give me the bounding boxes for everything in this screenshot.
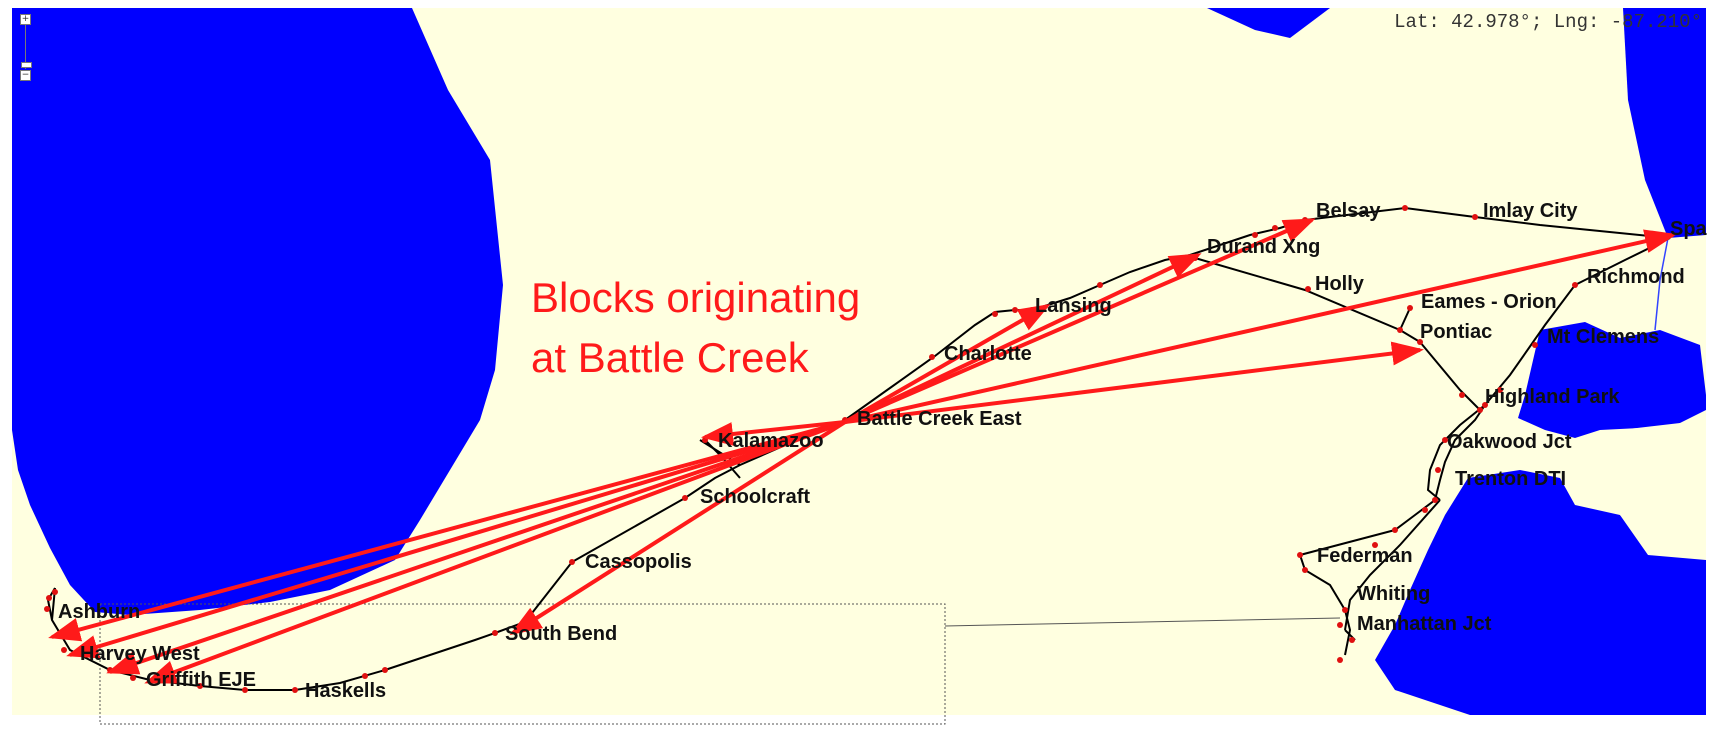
annotation-line-1: Blocks originating: [531, 274, 860, 321]
ontario-land: [1590, 420, 1706, 548]
station-label-durand-xng: Durand Xng: [1207, 236, 1320, 258]
lake-huron-east: [1623, 8, 1706, 238]
station-label-battle-creek-east: Battle Creek East: [857, 408, 1022, 430]
station-label-south-bend: South Bend: [505, 623, 617, 645]
station-label-ashburn: Ashburn: [58, 601, 140, 623]
arrow-to-durand: [844, 253, 1202, 424]
station-label-belsay: Belsay: [1316, 200, 1381, 222]
arrow-to-belsay: [844, 218, 1316, 424]
state-boundary-line: [944, 617, 1341, 627]
track-federman-alt: [1344, 499, 1441, 631]
station-label-imlay-city: Imlay City: [1483, 200, 1578, 222]
station-label-spa: Spa: [1670, 218, 1708, 240]
arrow-to-griffith: [144, 420, 846, 684]
station-label-charlotte: Charlotte: [944, 343, 1032, 365]
station-label-whiting: Whiting: [1357, 583, 1430, 605]
lake-huron: [1207, 8, 1330, 38]
annotation: Blocks originating at Battle Creek: [531, 274, 860, 381]
station-label-griffith-eje: Griffith EJE: [146, 669, 256, 691]
arrow-to-lansing: [844, 304, 1051, 424]
station-label-lansing: Lansing: [1035, 295, 1112, 317]
station-label-holly: Holly: [1315, 273, 1365, 295]
arrow-to-ashburn: [48, 420, 846, 642]
station-label-pontiac: Pontiac: [1420, 321, 1492, 343]
station-label-richmond: Richmond: [1587, 266, 1685, 288]
station-label-manhattan-jct: Manhattan Jct: [1357, 613, 1492, 635]
zoom-slider-track[interactable]: [25, 25, 26, 69]
block-arrows: [48, 218, 1677, 684]
station-label-eames-orion: Eames - Orion: [1421, 291, 1557, 313]
lake-erie: [1375, 470, 1706, 715]
arrow-to-harvey-west: [66, 420, 846, 659]
zoom-slider-thumb[interactable]: [21, 62, 32, 68]
track-eames: [1399, 307, 1411, 331]
zoom-out-button[interactable]: −: [20, 70, 31, 81]
station-label-oakwood-jct: Oakwood Jct: [1447, 431, 1572, 453]
station-label-haskells: Haskells: [305, 680, 386, 702]
station-label-trenton-dti: Trenton DTI: [1455, 468, 1566, 490]
track-oakwood-trenton: [1394, 404, 1486, 531]
arrow-to-south-bend: [509, 420, 847, 636]
track-durand-holly-pontiac: [1194, 257, 1421, 343]
track-pontiac-highland: [1419, 341, 1481, 411]
station-label-schoolcraft: Schoolcraft: [700, 486, 810, 508]
arrow-to-spa: [844, 229, 1677, 424]
track-spa-richmond-highland: [1484, 237, 1671, 406]
zoom-control[interactable]: + −: [20, 14, 34, 84]
arrow-to-kalamazoo: [701, 420, 846, 446]
zoom-in-button[interactable]: +: [20, 14, 31, 25]
station-label-cassopolis: Cassopolis: [585, 551, 692, 573]
station-label-kalamazoo: Kalamazoo: [718, 430, 824, 452]
station-label-federman: Federman: [1317, 545, 1413, 567]
lake-st-clair: [1518, 322, 1706, 438]
lake-michigan: [12, 8, 503, 615]
arrow-to-pontiac: [844, 341, 1424, 424]
station-label-highland-park: Highland Park: [1485, 386, 1620, 408]
station-label-harvey-west: Harvey West: [80, 643, 200, 665]
arrow-to-harvey-west-2: [106, 420, 846, 675]
coordinate-readout: Lat: 42.978°; Lng: -87.210°: [1394, 11, 1702, 33]
station-label-mt-clemens: Mt Clemens: [1547, 326, 1659, 348]
track-highland-oakwood: [1426, 404, 1486, 501]
annotation-line-2: at Battle Creek: [531, 334, 810, 381]
station-labels: Ashburn Harvey West Griffith EJE Haskell…: [58, 200, 1708, 702]
